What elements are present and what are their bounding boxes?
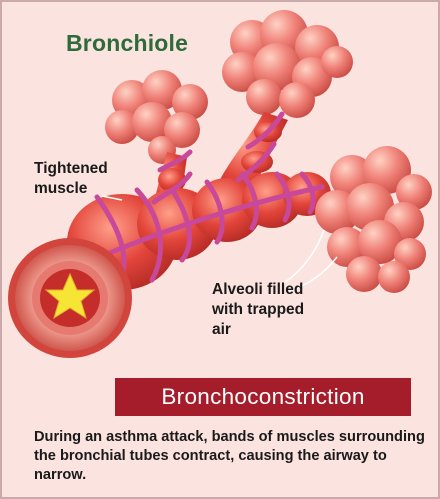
condition-banner: Bronchoconstriction (115, 378, 411, 416)
label-alveoli: Alveoli filled with trapped air (212, 280, 322, 340)
alveoli-cluster-top (222, 10, 353, 118)
caption-text: During an asthma attack, bands of muscle… (34, 428, 434, 485)
alveoli-cluster-left (105, 70, 208, 164)
diagram-title: Bronchiole (66, 30, 188, 57)
alveoli-cluster-right (315, 146, 432, 293)
banner-text: Bronchoconstriction (161, 384, 364, 410)
bronchiole-cross-section (8, 238, 132, 358)
label-tightened-muscle: Tightened muscle (34, 159, 144, 199)
